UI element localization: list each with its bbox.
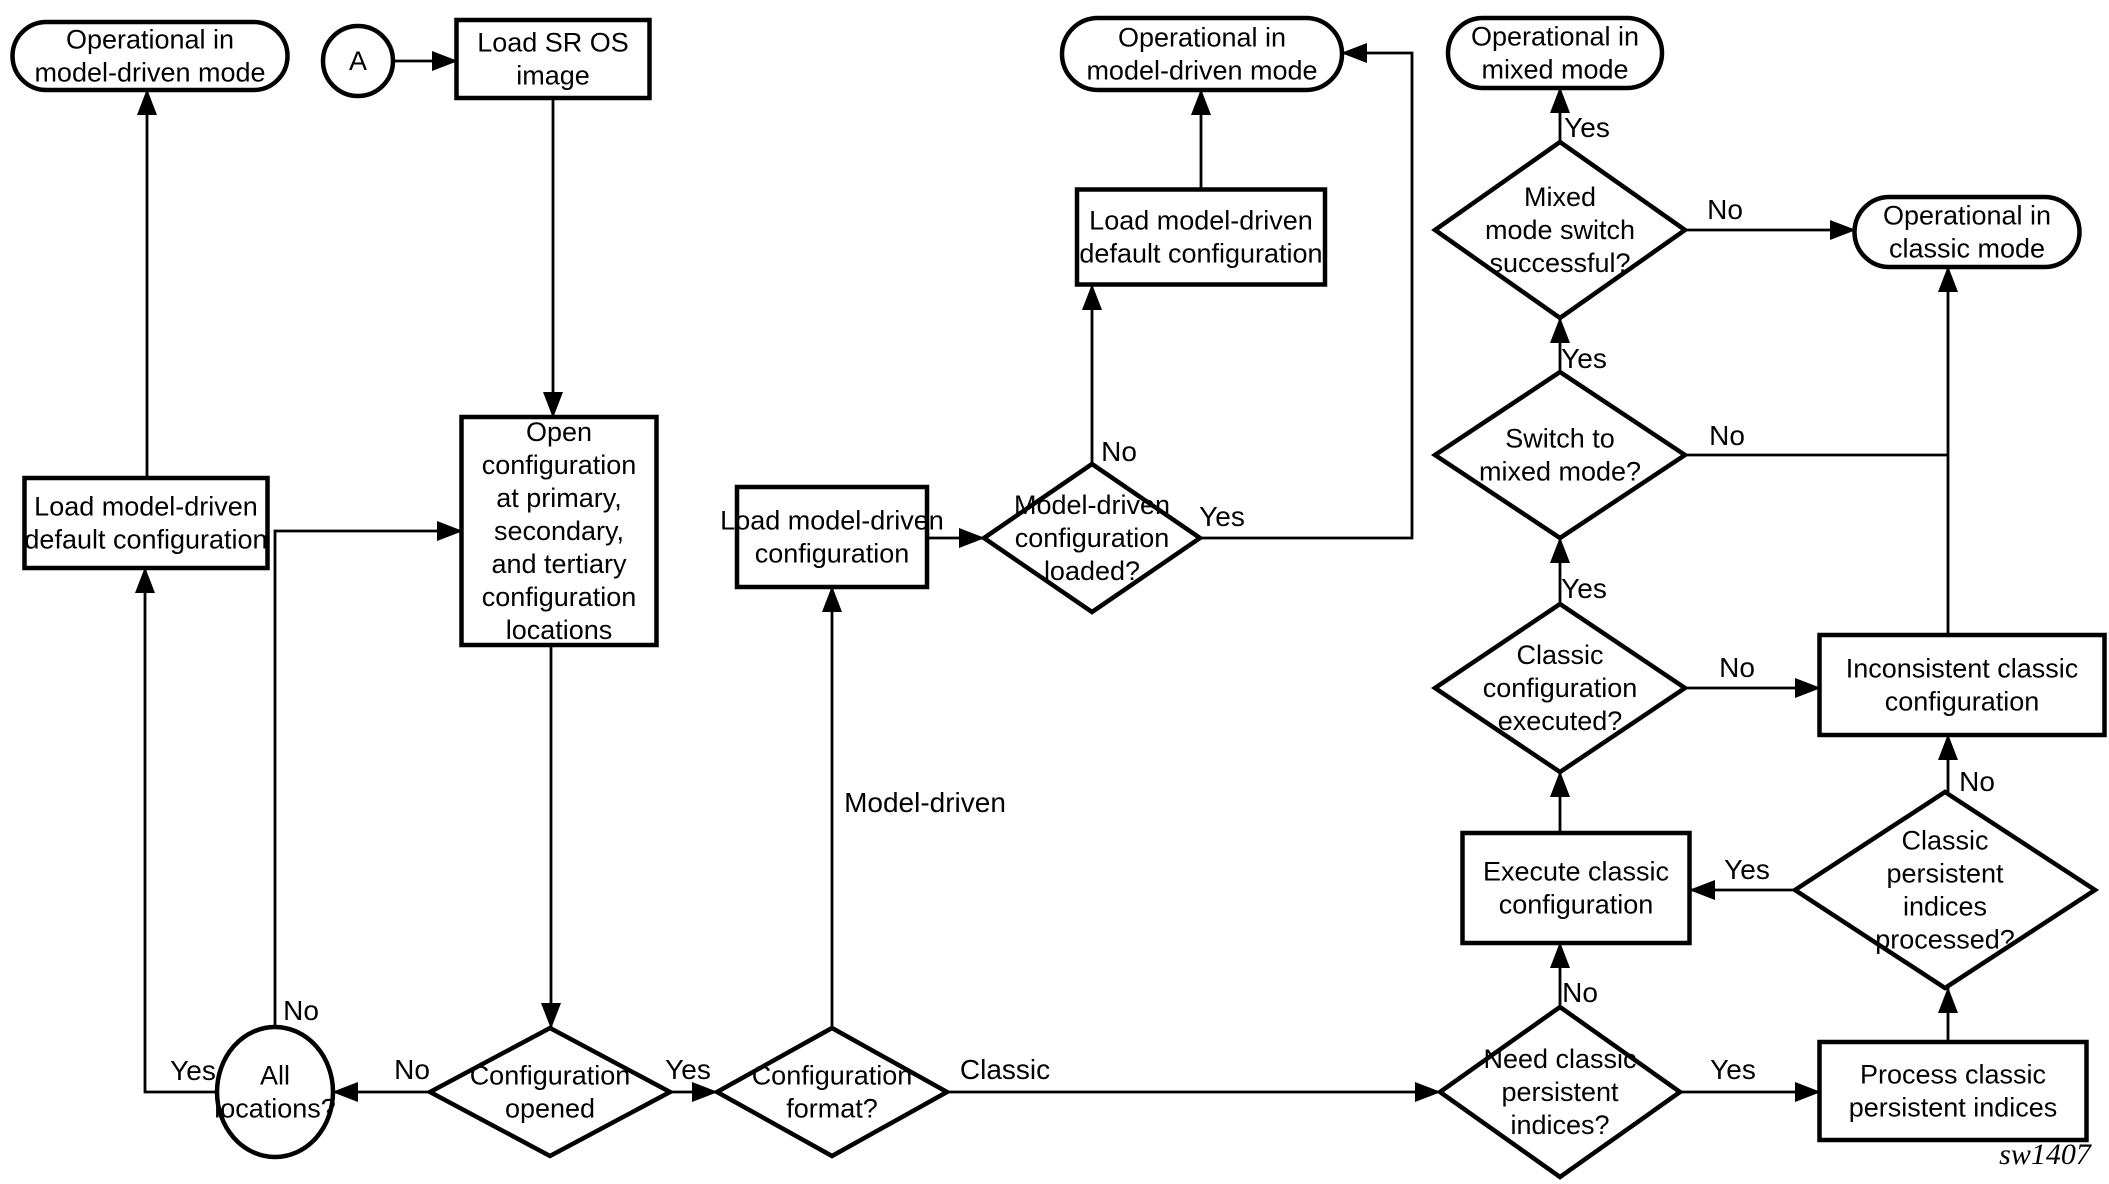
- diamond-shape: [980, 461, 1204, 615]
- terminator-shape: [10, 19, 290, 93]
- diamond-shape: [1436, 1004, 1684, 1180]
- label-yes-config-opened: Yes: [665, 1054, 711, 1085]
- label-no-cpi-processed: No: [1959, 766, 1995, 797]
- diamond-shape: [1790, 789, 2100, 991]
- label-model-driven: Model-driven: [844, 787, 1006, 818]
- label-no-all-locations: No: [283, 995, 319, 1026]
- label-no-md-loaded: No: [1101, 436, 1137, 467]
- label-no-need-cpi: No: [1562, 977, 1598, 1008]
- rect-shape: [1817, 632, 2107, 738]
- rect-shape: [1817, 1039, 2089, 1143]
- label-no-switch-mixed: No: [1709, 420, 1745, 451]
- diamond-shape: [1430, 369, 1690, 541]
- diamond-shape: [1430, 601, 1690, 775]
- rect-shape: [454, 17, 652, 101]
- rect-shape: [459, 414, 659, 648]
- label-yes-need-cpi: Yes: [1710, 1054, 1756, 1085]
- label-yes-mixed-switch: Yes: [1564, 112, 1610, 143]
- label-yes-all-locations: Yes: [170, 1055, 216, 1086]
- diamond-shape: [1431, 139, 1689, 321]
- diamond-shape: [712, 1025, 952, 1159]
- edge-all-locations-yes-to-load-default: [135, 567, 217, 1094]
- edge-all-locations-no-to-open-config: [273, 521, 463, 1027]
- figure-id-watermark: sw1407: [1999, 1138, 2093, 1171]
- label-yes-cpi-processed: Yes: [1724, 854, 1770, 885]
- label-yes-classic-exec: Yes: [1561, 573, 1607, 604]
- label-yes-md-loaded: Yes: [1199, 501, 1245, 532]
- rect-shape: [734, 484, 930, 590]
- rect-shape: [1460, 830, 1692, 946]
- terminator-shape: [1059, 15, 1345, 93]
- ellipse-shape: [214, 1024, 336, 1160]
- label-no-classic-exec: No: [1719, 652, 1755, 683]
- node-label: A: [349, 46, 367, 76]
- edge-md-loaded-yes-to-op-md-top: [1200, 43, 1414, 540]
- diamond-shape: [425, 1025, 675, 1159]
- label-no-config-opened: No: [394, 1054, 430, 1085]
- node-connector-a: A: [320, 23, 396, 99]
- label-classic: Classic: [960, 1054, 1050, 1085]
- rect-shape: [22, 475, 270, 571]
- terminator-shape: [1445, 15, 1665, 91]
- label-yes-switch-mixed: Yes: [1561, 343, 1607, 374]
- terminator-shape: [1852, 194, 2082, 270]
- rect-shape: [1074, 187, 1328, 287]
- label-no-mixed-switch: No: [1707, 194, 1743, 225]
- ellipse-shape: [320, 23, 396, 99]
